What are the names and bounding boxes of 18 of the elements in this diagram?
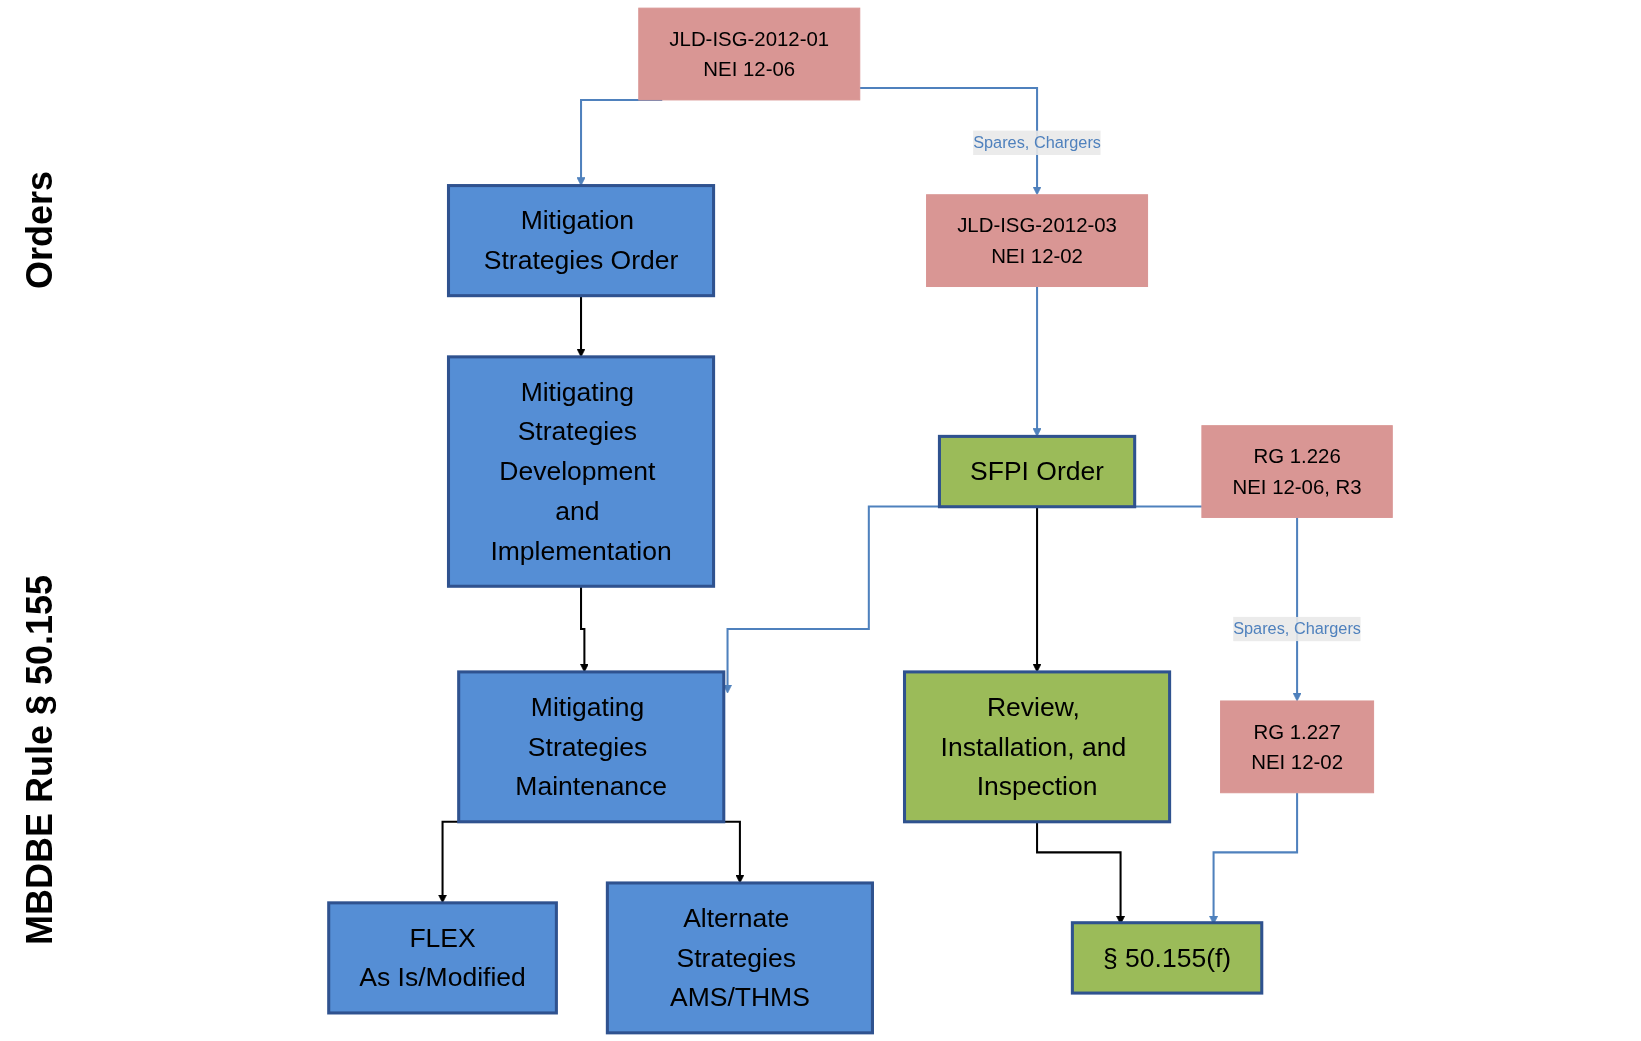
edge-label: Spares, Chargers bbox=[973, 133, 1101, 151]
node-box: RG 1.227 NEI 12-02 bbox=[1220, 700, 1375, 794]
arrow bbox=[1032, 285, 1042, 437]
node-box: SFPI Order bbox=[937, 434, 1137, 509]
arrow bbox=[859, 87, 1042, 196]
node-box: Mitigation Strategies Order bbox=[446, 184, 716, 298]
section-label: MBDBE Rule § 50.155 bbox=[19, 574, 61, 946]
node-box: JLD-ISG-2012-03 NEI 12-02 bbox=[926, 194, 1149, 287]
node-box: Review, Installation, and Inspection bbox=[903, 670, 1172, 824]
node-box: Mitigating Strategies Maintenance bbox=[457, 670, 726, 824]
node-box: Mitigating Strategies Development and Implementation bbox=[446, 355, 716, 588]
node-box: RG 1.226 NEI 12-06, R3 bbox=[1201, 425, 1393, 518]
node-box: Alternate Strategies AMS/THMS bbox=[605, 881, 874, 1035]
edge-label: Spares, Chargers bbox=[1233, 619, 1362, 638]
section-label: Orders bbox=[19, 170, 61, 290]
node-box: FLEX As Is/Modified bbox=[327, 901, 558, 1015]
node-box: JLD-ISG-2012-01 NEI 12-06 bbox=[638, 7, 861, 101]
node-box: § 50.155(f) bbox=[1070, 921, 1264, 995]
